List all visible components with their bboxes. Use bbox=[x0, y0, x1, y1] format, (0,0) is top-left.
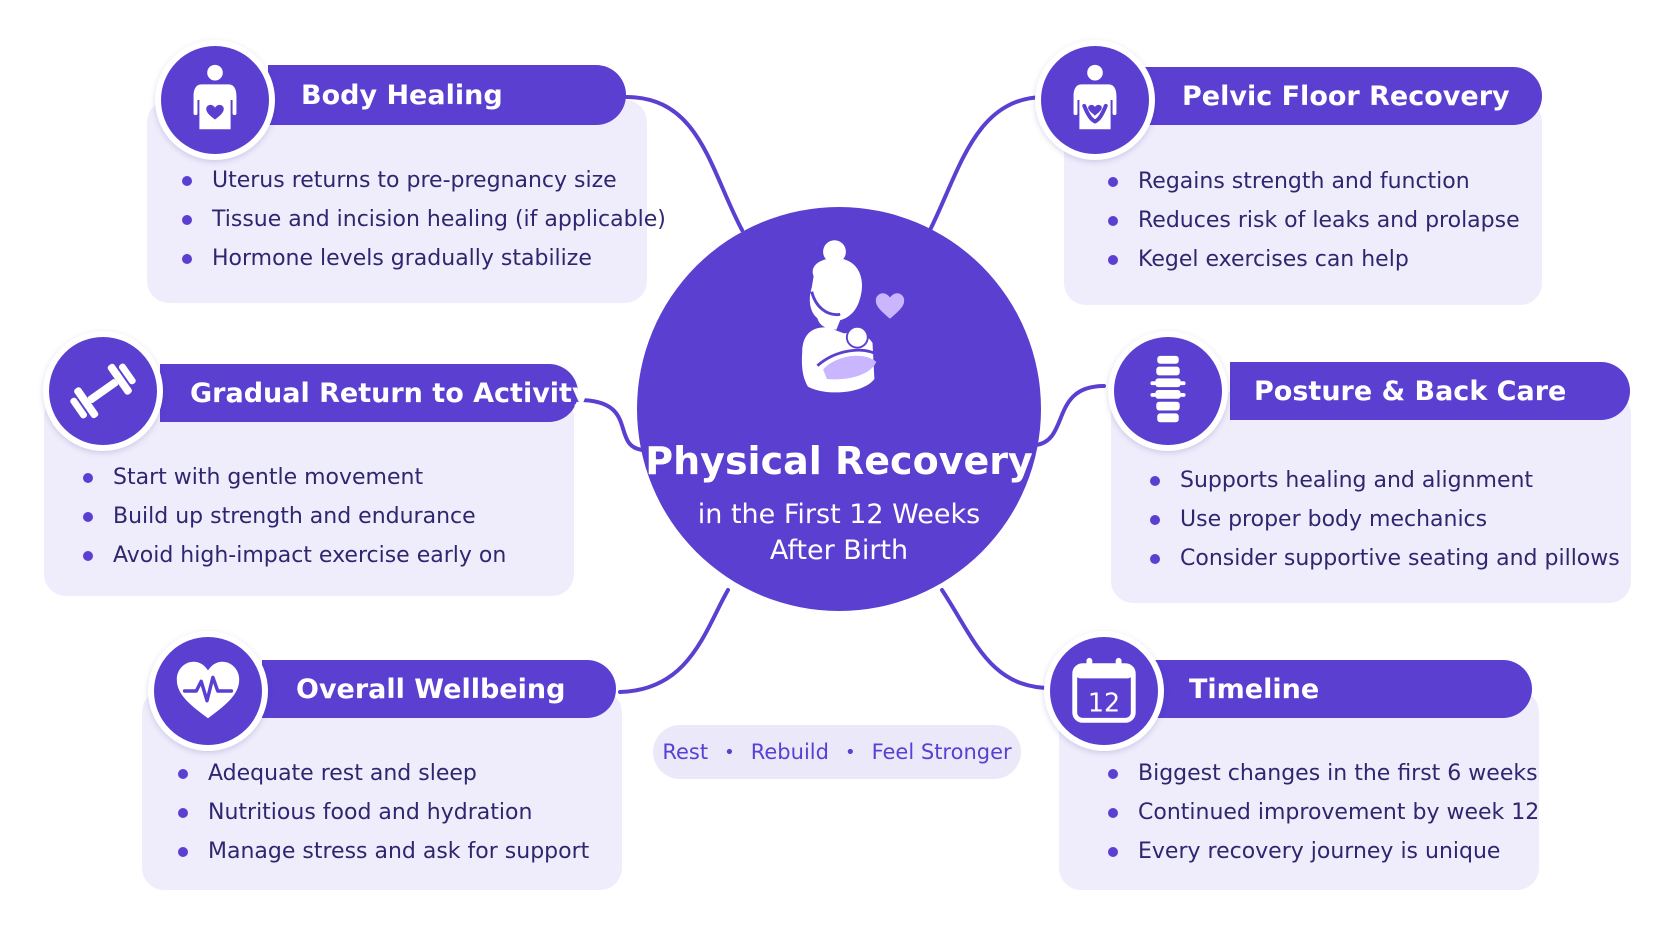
activity-title: Gradual Return to Activity bbox=[190, 377, 590, 409]
connector-wellbeing bbox=[618, 588, 730, 694]
list-item: Manage stress and ask for support bbox=[176, 832, 589, 871]
timeline-list: Biggest changes in the first 6 weeks Con… bbox=[1106, 754, 1539, 871]
header-wellbeing: Overall Wellbeing bbox=[262, 660, 616, 718]
header-posture: Posture & Back Care bbox=[1230, 362, 1630, 420]
header-pelvic-floor: Pelvic Floor Recovery bbox=[1140, 67, 1542, 125]
list-item: Hormone levels gradually stabilize bbox=[180, 239, 666, 278]
list-item: Biggest changes in the first 6 weeks bbox=[1106, 754, 1539, 793]
body-heart-icon bbox=[155, 40, 275, 160]
connector-body-healing bbox=[624, 95, 744, 232]
spine-icon bbox=[1108, 331, 1228, 451]
connector-activity bbox=[576, 398, 644, 452]
wellbeing-title: Overall Wellbeing bbox=[296, 673, 566, 705]
list-item: Use proper body mechanics bbox=[1148, 500, 1620, 539]
pelvic-floor-title: Pelvic Floor Recovery bbox=[1182, 80, 1510, 112]
header-timeline: Timeline bbox=[1130, 660, 1532, 718]
list-item: Uterus returns to pre-pregnancy size bbox=[180, 161, 666, 200]
list-item: Avoid high-impact exercise early on bbox=[81, 536, 506, 575]
list-item: Tissue and incision healing (if applicab… bbox=[180, 200, 666, 239]
separator-dot: • bbox=[724, 741, 735, 763]
dumbbell-icon bbox=[43, 331, 163, 451]
tagline-rest: Rest bbox=[662, 740, 709, 764]
heartbeat-icon bbox=[148, 631, 268, 751]
list-item: Adequate rest and sleep bbox=[176, 754, 589, 793]
list-item: Consider supportive seating and pillows bbox=[1148, 539, 1620, 578]
tagline-feel-stronger: Feel Stronger bbox=[871, 740, 1012, 764]
tagline-pill: Rest • Rebuild • Feel Stronger bbox=[653, 725, 1021, 779]
body-healing-title: Body Healing bbox=[301, 79, 503, 111]
connector-pelvic-floor bbox=[928, 95, 1047, 232]
mother-baby-icon bbox=[801, 240, 881, 393]
hub-title: Physical Recovery bbox=[645, 439, 1033, 483]
list-item: Start with gentle movement bbox=[81, 458, 506, 497]
header-body-healing: Body Healing bbox=[268, 65, 626, 125]
list-item: Supports healing and alignment bbox=[1148, 461, 1620, 500]
calendar-number: 12 bbox=[1088, 687, 1120, 717]
connector-timeline bbox=[940, 588, 1057, 691]
heart-icon bbox=[875, 293, 905, 319]
list-item: Continued improvement by week 12 bbox=[1106, 793, 1539, 832]
timeline-title: Timeline bbox=[1189, 673, 1320, 705]
hub-subtitle: in the First 12 Weeks After Birth bbox=[637, 497, 1041, 569]
separator-dot: • bbox=[844, 741, 856, 763]
hub-subtitle-line-2: After Birth bbox=[769, 535, 909, 566]
list-item: Regains strength and function bbox=[1106, 162, 1520, 201]
list-item: Every recovery journey is unique bbox=[1106, 832, 1539, 871]
center-hub: Physical Recovery in the First 12 Weeks … bbox=[637, 207, 1041, 611]
body-healing-list: Uterus returns to pre-pregnancy size Tis… bbox=[180, 161, 666, 278]
activity-list: Start with gentle movement Build up stre… bbox=[81, 458, 506, 575]
list-item: Kegel exercises can help bbox=[1106, 240, 1520, 279]
pelvic-floor-list: Regains strength and function Reduces ri… bbox=[1106, 162, 1520, 279]
list-item: Build up strength and endurance bbox=[81, 497, 506, 536]
list-item: Reduces risk of leaks and prolapse bbox=[1106, 201, 1520, 240]
hub-subtitle-line-1: in the First 12 Weeks bbox=[697, 499, 981, 530]
posture-title: Posture & Back Care bbox=[1254, 375, 1567, 407]
list-item: Nutritious food and hydration bbox=[176, 793, 589, 832]
connector-posture bbox=[1034, 384, 1106, 447]
tagline-rebuild: Rebuild bbox=[750, 740, 829, 764]
pelvis-icon bbox=[1035, 40, 1155, 160]
wellbeing-list: Adequate rest and sleep Nutritious food … bbox=[176, 754, 589, 871]
calendar-icon: 12 bbox=[1044, 631, 1164, 751]
posture-list: Supports healing and alignment Use prope… bbox=[1148, 461, 1620, 578]
header-activity: Gradual Return to Activity bbox=[160, 364, 590, 422]
